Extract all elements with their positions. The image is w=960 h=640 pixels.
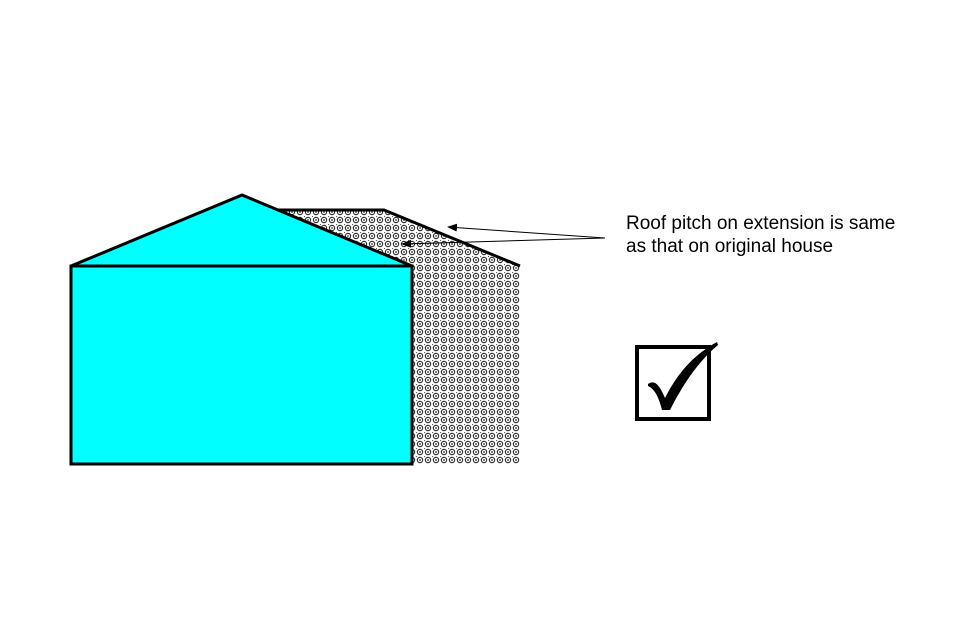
- annotation-line-2: as that on original house: [626, 236, 834, 257]
- annotation-arrows: [401, 223, 606, 248]
- annotation-line-1: Roof pitch on extension is same: [626, 213, 896, 234]
- annotation-text: Roof pitch on extension is same as that …: [626, 212, 895, 258]
- original-house: [69, 193, 414, 466]
- extension: [278, 208, 521, 464]
- checkbox-checked-icon: [635, 342, 718, 421]
